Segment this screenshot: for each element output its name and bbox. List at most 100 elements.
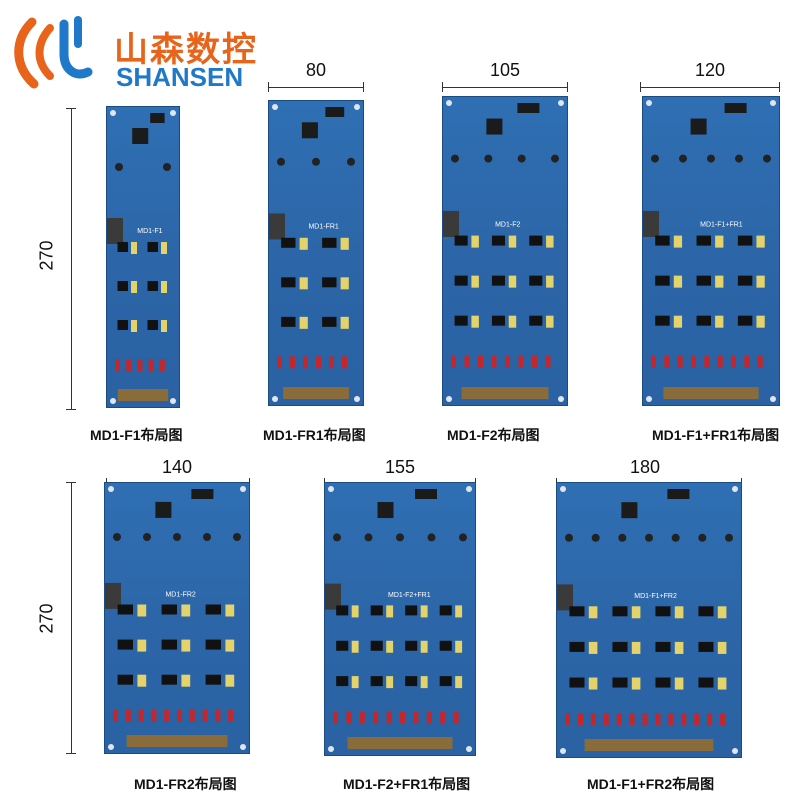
terminal-block bbox=[557, 584, 573, 611]
power-module bbox=[117, 281, 128, 291]
power-module bbox=[336, 676, 349, 687]
film-capacitor bbox=[577, 713, 583, 726]
relay bbox=[674, 606, 684, 619]
brand-name-cn: 山森数控 bbox=[114, 30, 258, 70]
capacitor bbox=[763, 154, 771, 163]
mounting-hole bbox=[732, 748, 738, 754]
relay bbox=[181, 604, 191, 617]
relay bbox=[225, 604, 235, 617]
power-module bbox=[322, 237, 337, 248]
board-md1-f1-fr2: MD1-F1+FR2 bbox=[556, 482, 742, 758]
power-module bbox=[117, 320, 128, 330]
power-module bbox=[370, 605, 383, 616]
power-module bbox=[655, 641, 671, 652]
width-label-fr1: 80 bbox=[306, 60, 327, 80]
relay bbox=[508, 315, 517, 328]
relay bbox=[131, 242, 137, 254]
mounting-hole bbox=[770, 396, 776, 402]
film-capacitor bbox=[629, 713, 635, 726]
relay bbox=[756, 275, 765, 288]
caption-md1-f2-fr1: MD1-F2+FR1布局图 bbox=[343, 776, 471, 792]
terminal-block bbox=[107, 218, 123, 244]
mcu-chip bbox=[301, 122, 318, 139]
bottom-connector bbox=[283, 387, 349, 399]
mcu-chip bbox=[621, 502, 638, 519]
power-module bbox=[529, 315, 543, 326]
capacitor bbox=[347, 157, 355, 166]
mounting-hole bbox=[466, 486, 472, 492]
relay bbox=[181, 674, 191, 687]
relay bbox=[161, 320, 167, 332]
relay bbox=[386, 676, 394, 689]
mounting-hole bbox=[354, 396, 360, 402]
film-capacitor bbox=[126, 359, 132, 371]
film-capacitor bbox=[125, 709, 131, 722]
relay bbox=[756, 315, 765, 328]
terminal-block bbox=[269, 213, 285, 240]
film-capacitor bbox=[757, 355, 763, 368]
pcb-artwork: MD1-F1+FR1 bbox=[643, 100, 776, 402]
power-module bbox=[655, 677, 671, 688]
mounting-hole bbox=[240, 744, 246, 750]
film-capacitor bbox=[565, 713, 570, 726]
relay bbox=[299, 277, 308, 290]
mounting-hole bbox=[240, 486, 246, 492]
power-module bbox=[405, 640, 418, 651]
power-module bbox=[698, 606, 714, 617]
film-capacitor bbox=[691, 355, 696, 368]
power-module bbox=[454, 315, 468, 326]
power-module bbox=[147, 320, 158, 330]
film-capacitor bbox=[707, 713, 713, 726]
power-module bbox=[737, 235, 753, 246]
bottom-connector bbox=[117, 389, 169, 401]
relay bbox=[161, 281, 167, 293]
capacitor bbox=[517, 154, 526, 163]
mounting-hole bbox=[466, 746, 472, 752]
capacitor bbox=[484, 154, 493, 163]
relay bbox=[225, 639, 235, 652]
power-module bbox=[405, 605, 418, 616]
relay bbox=[386, 640, 394, 653]
power-module bbox=[205, 639, 221, 650]
led-display bbox=[667, 489, 690, 499]
capacitor bbox=[312, 157, 320, 166]
led-display bbox=[325, 107, 345, 117]
power-module bbox=[696, 275, 711, 286]
film-capacitor bbox=[215, 709, 221, 722]
led-display bbox=[150, 113, 165, 123]
relay bbox=[588, 606, 598, 619]
power-module bbox=[612, 606, 628, 617]
relay bbox=[756, 235, 765, 248]
capacitor bbox=[233, 533, 241, 541]
height-label-row2: 270 bbox=[36, 603, 57, 634]
relay bbox=[420, 605, 428, 618]
power-module bbox=[655, 235, 670, 246]
power-module bbox=[529, 235, 543, 246]
film-capacitor bbox=[373, 711, 379, 724]
mounting-hole bbox=[558, 396, 564, 402]
power-module bbox=[117, 242, 128, 252]
width-label-f1fr1: 120 bbox=[695, 60, 726, 80]
mounting-hole bbox=[558, 100, 564, 106]
caption-md1-f1-fr1: MD1-F1+FR1布局图 bbox=[652, 427, 780, 443]
capacitor bbox=[163, 163, 171, 171]
brand-name-en: SHANSEN bbox=[116, 62, 244, 92]
bottom-connector bbox=[461, 387, 549, 399]
relay bbox=[351, 605, 359, 618]
caption-md1-f1: MD1-F1布局图 bbox=[90, 427, 183, 443]
mounting-hole bbox=[646, 100, 652, 106]
power-module bbox=[281, 277, 296, 288]
relay bbox=[225, 674, 235, 687]
relay bbox=[386, 605, 394, 618]
capacitor bbox=[143, 533, 151, 541]
relay bbox=[131, 320, 137, 332]
mounting-hole bbox=[108, 744, 114, 750]
capacitor bbox=[645, 533, 653, 542]
power-module bbox=[655, 315, 670, 326]
board-md1-fr2: MD1-FR2 bbox=[104, 482, 250, 754]
capacitor bbox=[277, 157, 285, 166]
power-module bbox=[205, 674, 221, 685]
bottom-connector bbox=[663, 387, 759, 399]
film-capacitor bbox=[505, 355, 510, 368]
board-md1-fr1: MD1-FR1 bbox=[268, 100, 364, 406]
